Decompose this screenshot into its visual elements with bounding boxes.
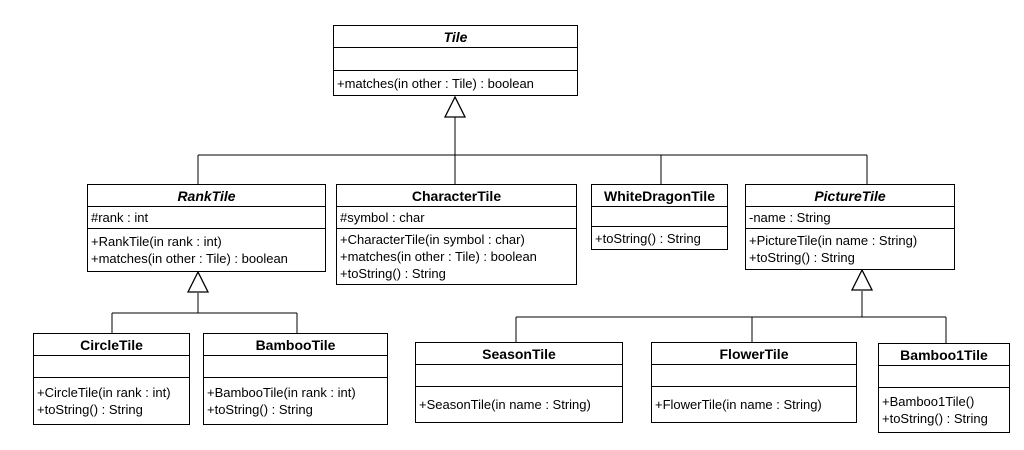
generalization-arrow-icon	[850, 268, 874, 291]
methods-compartment: +PictureTile(in name : String) +toString…	[746, 229, 954, 269]
generalization-arrow-icon	[443, 95, 467, 118]
class-box-flowertile[interactable]: FlowerTile +FlowerTile(in name : String)	[651, 342, 857, 423]
method-line: +Bamboo1Tile()	[882, 394, 975, 409]
method-line: +matches(in other : Tile) : boolean	[337, 75, 534, 91]
generalization-arrow-icon	[186, 270, 210, 293]
method-line: +toString() : String	[340, 266, 446, 281]
methods-compartment: +CircleTile(in rank : int) +toString() :…	[34, 378, 189, 424]
attributes-compartment	[334, 48, 577, 71]
method-line: +matches(in other : Tile) : boolean	[91, 251, 288, 266]
class-box-bambootile[interactable]: BambooTile +BambooTile(in rank : int) +t…	[203, 333, 388, 425]
methods-compartment: +CharacterTile(in symbol : char) +matche…	[337, 229, 576, 284]
class-name-label: PictureTile	[746, 185, 954, 207]
class-name-label: Bamboo1Tile	[879, 344, 1009, 366]
method-line: +toString() : String	[749, 250, 855, 265]
class-box-charactertile[interactable]: CharacterTile #symbol : char +CharacterT…	[336, 184, 577, 285]
attributes-compartment	[204, 356, 387, 378]
class-box-picturetile[interactable]: PictureTile -name : String +PictureTile(…	[745, 184, 955, 270]
attributes-compartment: -name : String	[746, 207, 954, 229]
attributes-compartment	[652, 365, 856, 387]
class-box-whitedragontile[interactable]: WhiteDragonTile +toString() : String	[591, 184, 728, 250]
attributes-compartment	[34, 356, 189, 378]
class-name-label: CircleTile	[34, 334, 189, 356]
method-line: +CharacterTile(in symbol : char)	[340, 232, 525, 247]
class-name-label: BambooTile	[204, 334, 387, 356]
method-line: +CircleTile(in rank : int)	[37, 385, 171, 400]
class-name-label: FlowerTile	[652, 343, 856, 365]
attribute-line: #symbol : char	[340, 210, 425, 225]
class-box-bamboo1tile[interactable]: Bamboo1Tile +Bamboo1Tile() +toString() :…	[878, 343, 1010, 433]
attribute-line: -name : String	[749, 210, 831, 225]
method-line: +SeasonTile(in name : String)	[419, 397, 591, 412]
attributes-compartment	[416, 365, 622, 387]
class-name-label: CharacterTile	[337, 185, 576, 207]
class-box-tile[interactable]: Tile +matches(in other : Tile) : boolean	[333, 25, 578, 96]
method-line: +toString() : String	[207, 402, 313, 417]
method-line: +FlowerTile(in name : String)	[655, 397, 822, 412]
method-line: +BambooTile(in rank : int)	[207, 385, 356, 400]
method-line: +RankTile(in rank : int)	[91, 234, 222, 249]
methods-compartment: +SeasonTile(in name : String)	[416, 387, 622, 422]
attributes-compartment	[879, 366, 1009, 388]
class-box-ranktile[interactable]: RankTile #rank : int +RankTile(in rank :…	[87, 184, 326, 272]
methods-compartment: +Bamboo1Tile() +toString() : String	[879, 388, 1009, 432]
class-name-label: SeasonTile	[416, 343, 622, 365]
method-line: +toString() : String	[37, 402, 143, 417]
method-line: +toString() : String	[595, 230, 701, 246]
class-name-label: RankTile	[88, 185, 325, 207]
attributes-compartment: #rank : int	[88, 207, 325, 229]
class-name-label: Tile	[334, 26, 577, 48]
attribute-line: #rank : int	[91, 210, 149, 225]
methods-compartment: +BambooTile(in rank : int) +toString() :…	[204, 378, 387, 424]
method-line: +matches(in other : Tile) : boolean	[340, 249, 537, 264]
tile-children-connector	[197, 117, 868, 184]
methods-compartment: +FlowerTile(in name : String)	[652, 387, 856, 422]
methods-compartment: +RankTile(in rank : int) +matches(in oth…	[88, 229, 325, 271]
ranktile-children-connector	[111, 293, 298, 333]
class-name-label: WhiteDragonTile	[592, 185, 727, 207]
class-box-seasontile[interactable]: SeasonTile +SeasonTile(in name : String)	[415, 342, 623, 423]
class-box-circletile[interactable]: CircleTile +CircleTile(in rank : int) +t…	[33, 333, 190, 425]
method-line: +PictureTile(in name : String)	[749, 233, 918, 248]
attributes-compartment	[592, 207, 727, 227]
methods-compartment: +matches(in other : Tile) : boolean	[334, 71, 577, 95]
attributes-compartment: #symbol : char	[337, 207, 576, 229]
picturetile-children-connector	[515, 291, 947, 343]
method-line: +toString() : String	[882, 411, 988, 426]
methods-compartment: +toString() : String	[592, 227, 727, 249]
